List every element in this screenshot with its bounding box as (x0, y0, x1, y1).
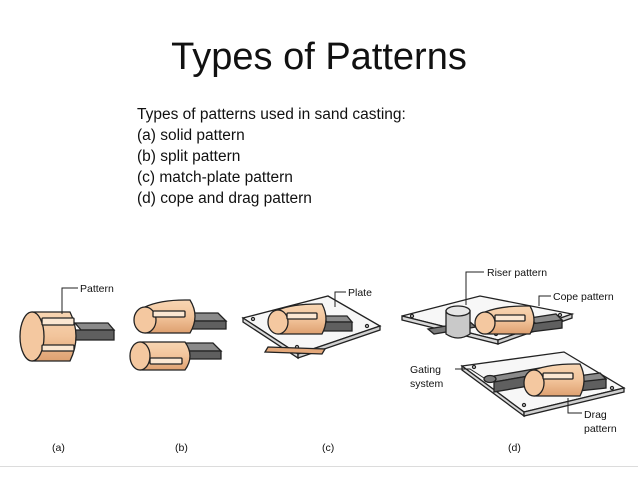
caption-b: (b) (175, 442, 188, 454)
label-drag-pattern-line1: Drag (584, 409, 607, 421)
label-cope-pattern: Cope pattern (553, 291, 614, 303)
drag-leaders (455, 368, 582, 414)
intro-line: (d) cope and drag pattern (137, 190, 312, 207)
label-gating-system-line2: system (410, 378, 444, 390)
footer-divider (0, 466, 638, 467)
intro-line: (a) solid pattern (137, 127, 245, 144)
drag-flask-plate (460, 351, 626, 418)
intro-line: Types of patterns used in sand casting: (137, 106, 406, 123)
solid-pattern (19, 311, 116, 362)
match-plate (241, 295, 382, 360)
caption-c: (c) (322, 442, 334, 454)
cope-leaders (465, 271, 551, 306)
intro-line: (b) split pattern (137, 148, 241, 165)
cope-flask-plate (401, 295, 575, 345)
pattern-leader (61, 287, 78, 314)
split-pattern-bottom (129, 341, 223, 371)
split-pattern-top (133, 299, 228, 334)
intro-text: Types of patterns used in sand casting: … (137, 104, 406, 209)
intro-line: (c) match-plate pattern (137, 169, 293, 186)
label-riser-pattern: Riser pattern (487, 267, 547, 279)
label-gating-system-line1: Gating (410, 364, 441, 376)
caption-a: (a) (52, 442, 65, 454)
label-plate: Plate (348, 287, 372, 299)
slide-title: Types of Patterns (171, 36, 467, 78)
caption-d: (d) (508, 442, 521, 454)
plate-leader (334, 291, 346, 307)
label-pattern: Pattern (80, 283, 114, 295)
label-drag-pattern-line2: pattern (584, 423, 617, 435)
